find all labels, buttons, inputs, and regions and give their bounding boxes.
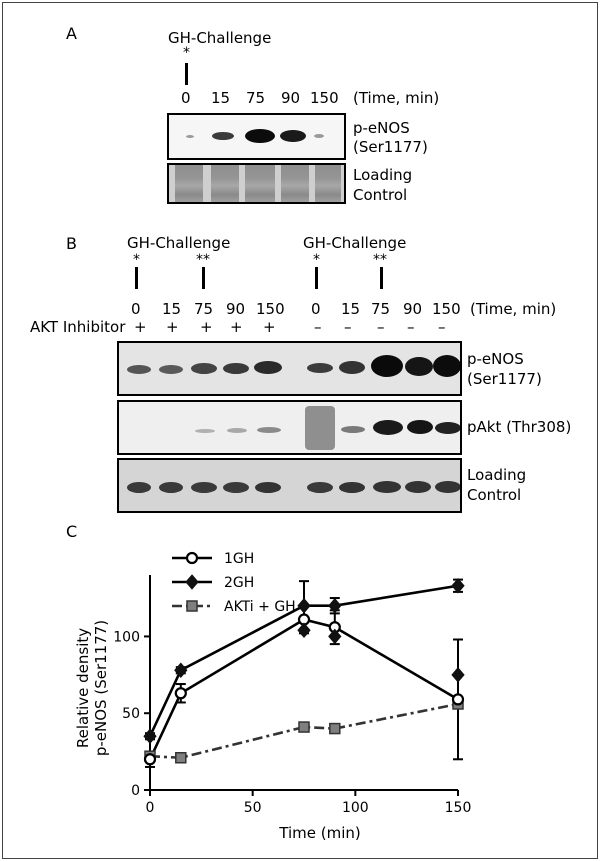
time-label: 15	[211, 89, 231, 107]
inhibitor-sign: –	[377, 318, 385, 336]
panel-b-star-left: *	[133, 252, 140, 268]
blot-band	[212, 132, 234, 140]
blot-band	[339, 361, 365, 374]
inhibitor-sign: –	[438, 318, 446, 336]
time-label: 75	[371, 300, 391, 318]
blot-lane	[315, 165, 341, 202]
time-label: 90	[226, 300, 246, 318]
panel-b-star-right: *	[313, 252, 320, 268]
blot-band	[191, 482, 217, 493]
time-label: 150	[432, 300, 461, 318]
blot-band	[435, 422, 460, 434]
blot-band	[435, 481, 460, 493]
blot-band	[186, 135, 194, 138]
blot-band	[127, 365, 151, 374]
panel-a-peNOS-blot	[167, 113, 346, 160]
blot-band	[405, 357, 433, 376]
panel-a-star: *	[183, 45, 190, 61]
time-label: 0	[311, 300, 321, 318]
panel-b-challenge-left: GH-Challenge	[127, 234, 231, 252]
panel-b-blot2-label: pAkt (Thr308)	[467, 418, 572, 436]
time-unit-label: (Time, min)	[470, 300, 557, 318]
time-label: 75	[194, 300, 214, 318]
panel-b-double-star-right: **	[373, 252, 387, 268]
blot-lane	[175, 165, 203, 202]
panel-b-blot1-label-line1: p-eNOS	[467, 350, 524, 368]
time-label: 90	[403, 300, 423, 318]
blot-band	[307, 482, 333, 493]
inhibitor-sign: +	[263, 318, 276, 336]
panel-a-blot2-label-line2: Control	[353, 186, 408, 204]
panel-c-label: C	[66, 522, 78, 541]
time-label: 150	[310, 89, 339, 107]
panel-a-loading-blot	[167, 163, 346, 204]
akt-inhibitor-label: AKT Inhibitor	[30, 318, 126, 336]
blot-band	[159, 365, 183, 374]
panel-b-tick-left-0	[135, 267, 138, 289]
blot-lane	[281, 165, 309, 202]
inhibitor-sign: –	[314, 318, 322, 336]
panel-b-blot3-label-line2: Control	[467, 486, 522, 504]
blot-band	[371, 355, 403, 377]
blot-band	[127, 482, 151, 493]
blot-band	[159, 482, 183, 493]
panel-b-pAkt-blot	[117, 400, 462, 455]
panel-b-blot1-label-line2: (Ser1177)	[467, 370, 542, 388]
time-label: 0	[131, 300, 141, 318]
blot-band	[255, 482, 281, 493]
panel-a-blot1-label-line2: (Ser1177)	[353, 138, 428, 156]
blot-band	[314, 134, 324, 138]
inhibitor-sign: –	[344, 318, 352, 336]
blot-band	[305, 406, 335, 450]
blot-band	[407, 420, 433, 434]
blot-band	[227, 428, 247, 433]
panel-b-tick-left-75	[202, 267, 205, 289]
panel-a-challenge-label: GH-Challenge	[168, 29, 272, 47]
blot-band	[405, 481, 431, 493]
inhibitor-sign: +	[230, 318, 243, 336]
time-unit-label: (Time, min)	[353, 89, 440, 107]
blot-band	[373, 420, 403, 435]
panel-b-tick-right-75	[380, 267, 383, 289]
blot-band	[223, 482, 249, 493]
blot-band	[195, 429, 215, 433]
time-label: 15	[162, 300, 182, 318]
blot-band	[245, 129, 275, 143]
panel-b-challenge-right: GH-Challenge	[303, 234, 407, 252]
blot-lane	[211, 165, 239, 202]
blot-band	[341, 426, 365, 433]
panel-b-label: B	[66, 234, 77, 253]
panel-a-blot1-label-line1: p-eNOS	[353, 119, 410, 137]
blot-band	[223, 363, 249, 374]
panel-a-challenge-tick	[185, 63, 188, 85]
blot-band	[257, 427, 281, 433]
blot-band	[373, 481, 401, 493]
time-label: 75	[246, 89, 266, 107]
panel-b-peNOS-blot	[117, 341, 462, 396]
inhibitor-sign: +	[166, 318, 179, 336]
time-label: 90	[281, 89, 301, 107]
inhibitor-sign: –	[407, 318, 415, 336]
time-label: 150	[256, 300, 285, 318]
blot-band	[191, 363, 217, 374]
panel-b-blot3-label-line1: Loading	[467, 466, 527, 484]
inhibitor-sign: +	[134, 318, 147, 336]
blot-lane	[245, 165, 275, 202]
time-label: 0	[181, 89, 191, 107]
panel-a-blot2-label-line1: Loading	[353, 166, 413, 184]
blot-band	[280, 130, 306, 142]
blot-band	[339, 482, 365, 493]
time-label: 15	[341, 300, 361, 318]
panel-a-label: A	[66, 24, 77, 43]
panel-b-tick-right-0	[315, 267, 318, 289]
blot-band	[433, 355, 460, 377]
blot-band	[254, 361, 282, 374]
inhibitor-sign: +	[200, 318, 213, 336]
panel-b-loading-blot	[117, 458, 462, 513]
blot-band	[307, 363, 333, 373]
panel-b-double-star-left: **	[196, 252, 210, 268]
